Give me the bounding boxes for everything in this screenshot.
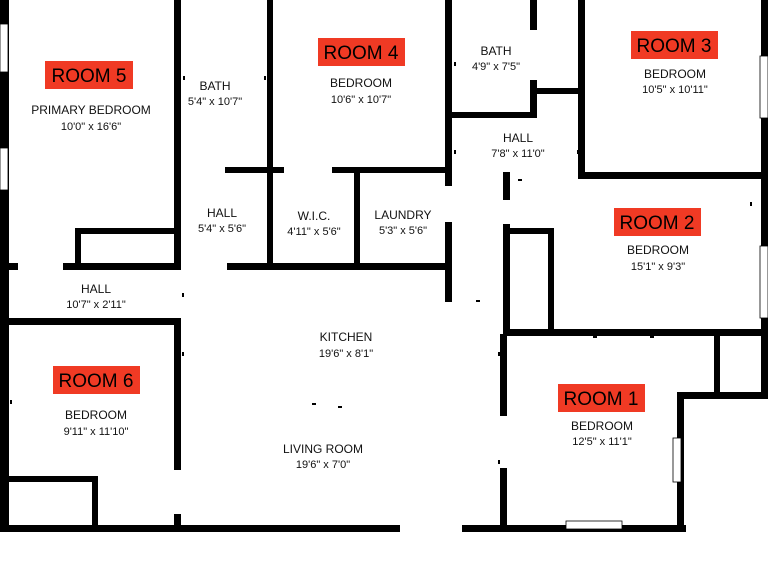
windows bbox=[0, 23, 768, 530]
room-6: ROOM 6 BEDROOM 9'11" x 11'10" bbox=[53, 366, 140, 438]
room-2-tag bbox=[614, 208, 701, 236]
room-2-name: BEDROOM bbox=[627, 243, 689, 257]
room-6-tag bbox=[53, 366, 140, 394]
wic-name: W.I.C. bbox=[298, 209, 331, 223]
room-6-dims: 9'11" x 11'10" bbox=[64, 426, 129, 438]
room-4-tag bbox=[318, 38, 405, 66]
wall-ticks bbox=[10, 62, 752, 464]
room-4-dims: 10'6" x 10'7" bbox=[331, 94, 391, 106]
hall-3-name: HALL bbox=[81, 282, 111, 296]
room-3-tag-text: ROOM 3 bbox=[637, 36, 712, 57]
living-room-name: LIVING ROOM bbox=[283, 442, 363, 456]
kitchen: KITCHEN 19'6" x 8'1" bbox=[319, 330, 373, 360]
room-4-name: BEDROOM bbox=[330, 76, 392, 90]
hall-1-dims: 7'8" x 11'0" bbox=[491, 148, 544, 160]
bath-1-dims: 5'4" x 10'7" bbox=[188, 96, 242, 108]
room-4-tag-text: ROOM 4 bbox=[324, 43, 399, 64]
room-1: ROOM 1 BEDROOM 12'5" x 11'1" bbox=[558, 384, 645, 448]
hall-1: HALL 7'8" x 11'0" bbox=[491, 131, 544, 160]
bath-2-dims: 4'9" x 7'5" bbox=[472, 61, 520, 73]
hall-2-dims: 5'4" x 5'6" bbox=[198, 223, 246, 235]
openings bbox=[18, 30, 768, 533]
laundry-name: LAUNDRY bbox=[374, 208, 431, 222]
room-5-tag-text: ROOM 5 bbox=[52, 66, 127, 87]
living-room: LIVING ROOM 19'6" x 7'0" bbox=[283, 442, 363, 471]
hall-2-name: HALL bbox=[207, 206, 237, 220]
room-1-tag-text: ROOM 1 bbox=[564, 389, 639, 410]
kitchen-name: KITCHEN bbox=[320, 330, 373, 344]
room-3: ROOM 3 BEDROOM 10'5" x 10'11" bbox=[631, 31, 718, 96]
bath-1-name: BATH bbox=[199, 79, 230, 93]
hall-2: HALL 5'4" x 5'6" bbox=[198, 206, 246, 235]
hall-3: HALL 10'7" x 2'11" bbox=[66, 282, 126, 311]
laundry: LAUNDRY 5'3" x 5'6" bbox=[374, 208, 431, 237]
living-room-dims: 19'6" x 7'0" bbox=[296, 459, 350, 471]
room-2-dims: 15'1" x 9'3" bbox=[631, 261, 685, 273]
room-2-tag-text: ROOM 2 bbox=[620, 213, 695, 234]
room-6-name: BEDROOM bbox=[65, 408, 127, 422]
bath-1: BATH 5'4" x 10'7" bbox=[188, 79, 242, 108]
room-2: ROOM 2 BEDROOM 15'1" x 9'3" bbox=[614, 208, 701, 273]
bath-2-name: BATH bbox=[480, 44, 511, 58]
bath-2: BATH 4'9" x 7'5" bbox=[472, 44, 520, 73]
hall-3-dims: 10'7" x 2'11" bbox=[66, 299, 126, 311]
room-6-tag-text: ROOM 6 bbox=[59, 371, 134, 392]
room-3-dims: 10'5" x 10'11" bbox=[642, 84, 708, 96]
room-5-tag bbox=[45, 61, 133, 89]
room-5: ROOM 5 PRIMARY BEDROOM 10'0" x 16'6" bbox=[31, 61, 151, 133]
room-1-dims: 12'5" x 11'1" bbox=[572, 436, 632, 448]
kitchen-dims: 19'6" x 8'1" bbox=[319, 348, 373, 360]
room-3-tag bbox=[631, 31, 718, 59]
laundry-dims: 5'3" x 5'6" bbox=[379, 225, 427, 237]
wic-dims: 4'11" x 5'6" bbox=[287, 226, 340, 238]
room-4: ROOM 4 BEDROOM 10'6" x 10'7" bbox=[318, 38, 405, 106]
room-5-dims: 10'0" x 16'6" bbox=[61, 121, 121, 133]
room-3-name: BEDROOM bbox=[644, 67, 706, 81]
room-1-tag bbox=[558, 384, 645, 412]
hall-1-name: HALL bbox=[503, 131, 533, 145]
room-1-name: BEDROOM bbox=[571, 419, 633, 433]
room-5-name: PRIMARY BEDROOM bbox=[31, 103, 151, 117]
wic: W.I.C. 4'11" x 5'6" bbox=[287, 209, 340, 238]
